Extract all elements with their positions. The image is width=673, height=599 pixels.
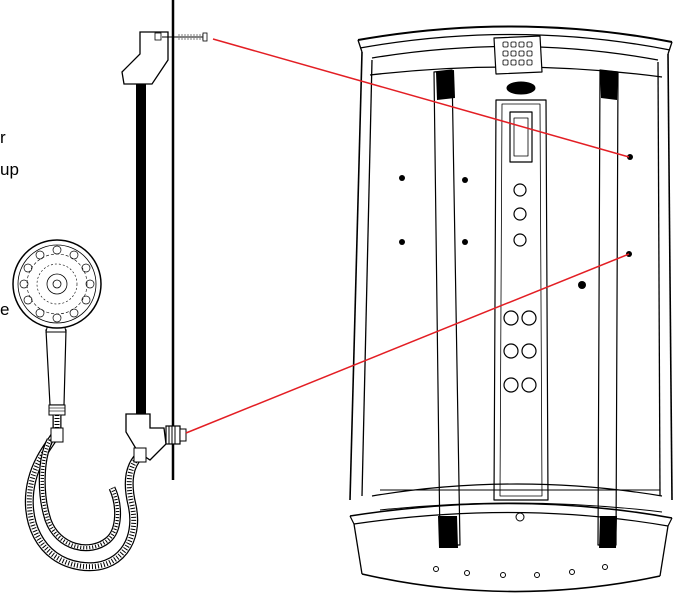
flexible-hose [24, 415, 147, 572]
center-column [493, 99, 549, 501]
top-speaker-panel [493, 35, 543, 75]
leader-line-top [212, 38, 630, 158]
shower-head [12, 239, 102, 329]
connector-nut [165, 425, 181, 445]
control-display [509, 111, 533, 163]
overhead-light [506, 81, 536, 95]
leader-lines [185, 38, 630, 434]
slide-rail-assembly [121, 0, 208, 480]
shower-handle [45, 329, 67, 406]
shower-cabin [349, 25, 673, 593]
label-fragment-1: r [0, 128, 6, 147]
hand-shower [12, 239, 102, 416]
top-screw [162, 32, 208, 42]
slide-bar [136, 84, 146, 414]
leader-line-bottom [185, 253, 630, 434]
label-fragment-2: up [0, 160, 19, 179]
label-fragment-3: e [0, 300, 10, 319]
